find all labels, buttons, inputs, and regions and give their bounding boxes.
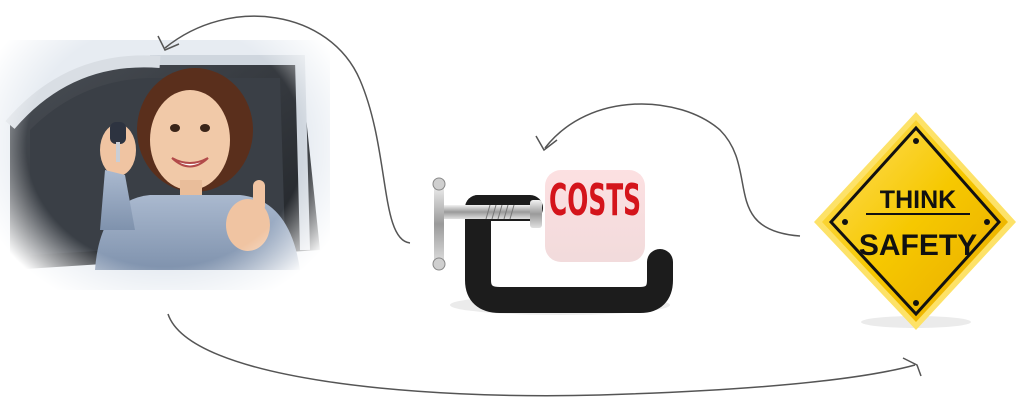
costs-label: COSTS [549,175,641,226]
arrow-photo-to-sign [168,314,915,396]
think-safety-sign: THINK SAFETY [814,112,1016,330]
sign-line-think: THINK [880,186,956,214]
sign-line-safety: SAFETY [859,229,977,262]
driver-photo [0,40,330,290]
clamp-illustration: COSTS [433,170,670,315]
